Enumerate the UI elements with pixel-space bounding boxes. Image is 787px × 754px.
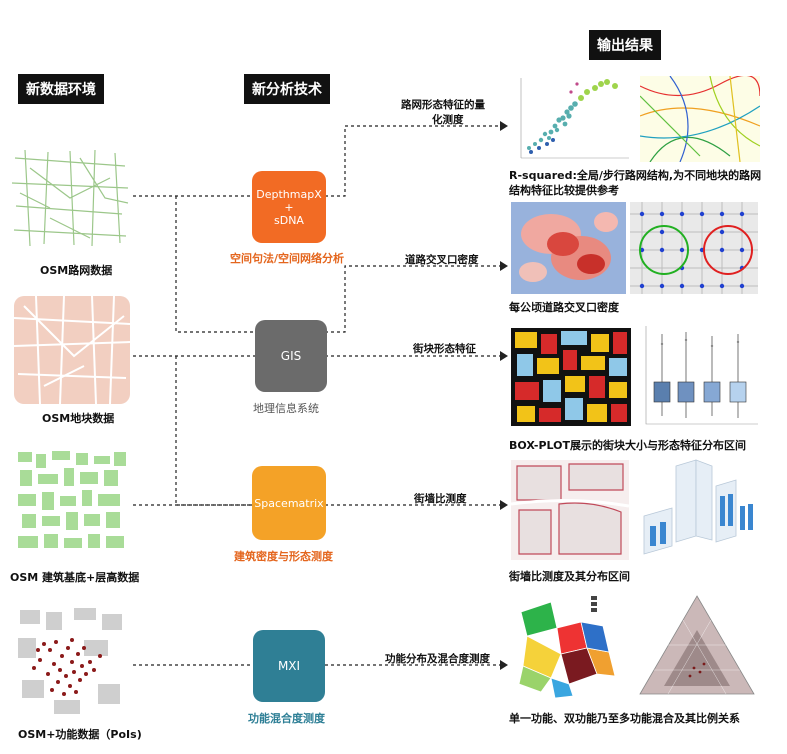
intersection-heatmap-image — [511, 202, 626, 294]
method-box-mxi: MXI — [253, 630, 325, 702]
header-data-env: 新数据环境 — [18, 74, 104, 104]
street-wall-map-image — [511, 460, 629, 560]
wire-depthmap-to-roadform — [325, 125, 500, 197]
method-caption-mxi: 功能混合度测度 — [248, 712, 325, 725]
output-boxplot: BOX-PLOT展示的街块大小与形态特征分布区间 — [509, 439, 747, 452]
method-caption-spacematrix: 建筑密度与形态测度 — [234, 550, 333, 563]
output-r-squared-line2: 结构特征比较提供参考 — [509, 184, 619, 197]
block-form-map-image — [511, 328, 631, 426]
method-caption-space-syntax: 空间句法/空间网络分析 — [230, 252, 345, 265]
network-structure-map-image — [640, 76, 760, 162]
street-wall-3d-image — [636, 456, 760, 560]
function-mix-map-image — [511, 592, 629, 700]
arrow-roadform — [500, 121, 508, 131]
intersection-grid-image — [630, 202, 758, 294]
edge-label-block-form: 街块形态特征 — [413, 343, 476, 355]
wire-gis-to-intersection — [325, 265, 500, 333]
method-box-gis: GIS — [255, 320, 327, 392]
osm-road-map-image — [10, 148, 130, 248]
arrow-block — [500, 351, 508, 361]
function-mix-ternary-image — [634, 590, 760, 702]
header-tech: 新分析技术 — [244, 74, 330, 104]
osm-parcel-map-image — [14, 296, 130, 404]
output-mix-relation: 单一功能、双功能乃至多功能混合及其比例关系 — [509, 712, 740, 725]
output-r-squared-line1: R-squared:全局/步行路网结构,为不同地块的路网 — [509, 169, 762, 182]
edge-label-intersection: 道路交叉口密度 — [405, 254, 479, 266]
method-caption-gis: 地理信息系统 — [253, 402, 319, 415]
edge-label-road-form-2: 化测度 — [432, 114, 464, 126]
arrow-mix — [500, 660, 508, 670]
block-boxplot-image — [636, 324, 760, 428]
arrow-streetwall — [500, 500, 508, 510]
input-label-parcel: OSM地块数据 — [42, 412, 115, 425]
input-label-poi: OSM+功能数据（PoIs) — [18, 728, 142, 741]
wire-parcel-to-spacematrix — [175, 356, 255, 506]
edge-label-street-wall: 街墙比测度 — [414, 493, 467, 505]
wire-road-to-gis — [175, 196, 255, 333]
input-label-building: OSM 建筑基底+层高数据 — [10, 571, 140, 584]
r-squared-scatter-image — [511, 74, 631, 162]
osm-building-map-image — [14, 448, 130, 553]
osm-poi-map-image — [14, 604, 130, 720]
edge-label-function-mix: 功能分布及混合度测度 — [385, 653, 490, 665]
edge-label-road-form-1: 路网形态特征的量 — [401, 99, 485, 111]
method-box-depthmap: DepthmapX + sDNA — [252, 171, 326, 243]
output-street-wall-ratio: 街墙比测度及其分布区间 — [509, 570, 630, 583]
arrow-intersection — [500, 261, 508, 271]
output-intersection-density: 每公顷道路交叉口密度 — [509, 301, 619, 314]
method-box-spacematrix: Spacematrix — [252, 466, 326, 540]
input-label-road: OSM路网数据 — [40, 264, 113, 277]
header-output: 输出结果 — [589, 30, 661, 60]
